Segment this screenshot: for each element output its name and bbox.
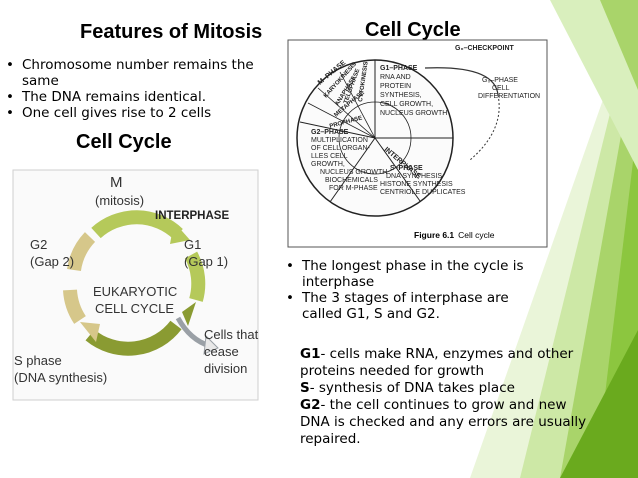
g2-phase-title: G2–PHASE xyxy=(311,129,349,136)
g0-phase-title: G₀–PHASE xyxy=(482,77,518,84)
g1-line: PROTEIN xyxy=(380,83,411,90)
cease-label-line2: cease xyxy=(204,344,239,359)
bullet-item: One cell gives rise to 2 cells xyxy=(4,105,284,121)
s-line: HISTONE SYNTHESIS xyxy=(380,181,453,188)
bullet-item: The DNA remains identical. xyxy=(4,89,284,105)
g2-line: NUCLEUS GROWTH xyxy=(320,169,387,176)
g1-line: NUCLEUS GROWTH xyxy=(380,110,447,117)
phase-definitions: G1- cells make RNA, enzymes and other pr… xyxy=(300,346,590,448)
cease-label-line3: division xyxy=(204,361,247,376)
eukaryotic-label: EUKARYOTIC xyxy=(93,284,177,299)
cell-cycle-center-label: CELL CYCLE xyxy=(95,301,174,316)
cease-label-line1: Cells that xyxy=(204,327,259,342)
bullet-item: The longest phase in the cycle is interp… xyxy=(284,258,546,290)
cell-cycle-title-left: Cell Cycle xyxy=(76,131,172,153)
m-label: M xyxy=(110,174,123,191)
interphase-bullet-list: The longest phase in the cycle is interp… xyxy=(284,258,546,322)
definition-key: G1 xyxy=(300,346,321,362)
s-line: CENTRIOLE DUPLICATES xyxy=(380,189,466,196)
figure-caption: Figure 6.1 Cell cycle xyxy=(414,230,495,240)
g2-line: BIOCHEMICALS xyxy=(325,177,378,184)
figure-caption-number: Figure 6.1 xyxy=(414,230,454,240)
g1-line: SYNTHESIS, xyxy=(380,92,422,99)
dna-synthesis-label: (DNA synthesis) xyxy=(14,370,107,385)
s-line: DNA SYNTHESIS xyxy=(386,173,442,180)
mitosis-label: (mitosis) xyxy=(95,193,144,208)
features-bullet-list: Chromosome number remains the same The D… xyxy=(4,57,284,121)
figure-caption-text: Cell cycle xyxy=(458,230,495,240)
definition-text: - synthesis of DNA takes place xyxy=(309,380,515,396)
g2-line: MULTIPLICATION xyxy=(311,137,368,144)
g0-checkpoint-label: G₀–CHECKPOINT xyxy=(455,45,514,52)
s-phase-label: S phase xyxy=(14,353,62,368)
definition-text: - cells make RNA, enzymes and other prot… xyxy=(300,346,574,379)
bullet-item: Chromosome number remains the same xyxy=(4,57,284,89)
g1-phase-title: G1–PHASE xyxy=(380,65,418,72)
definition-key: G2 xyxy=(300,397,321,413)
g0-line: CELL xyxy=(492,85,510,92)
definition-g1: G1- cells make RNA, enzymes and other pr… xyxy=(300,346,590,380)
g1-label: G1 xyxy=(184,237,201,252)
g2-line: LLES CELL xyxy=(311,153,348,160)
g2-line: GROWTH, xyxy=(311,161,345,168)
g2-line: OF CELL ORGAN- xyxy=(311,145,371,152)
definition-text: - the cell continues to grow and new DNA… xyxy=(300,397,587,447)
definition-key: S xyxy=(300,380,310,396)
cell-cycle-title-right: Cell Cycle xyxy=(365,19,461,41)
interphase-label-left: INTERPHASE xyxy=(155,210,229,222)
gap1-label: (Gap 1) xyxy=(184,254,228,269)
definition-s: S- synthesis of DNA takes place xyxy=(300,380,590,397)
gap2-label: (Gap 2) xyxy=(30,254,74,269)
g1-line: RNA AND xyxy=(380,74,411,81)
bullet-item: The 3 stages of interphase are called G1… xyxy=(284,290,546,322)
features-title: Features of Mitosis xyxy=(80,21,263,43)
g1-line: CELL GROWTH, xyxy=(380,101,433,108)
definition-g2: G2- the cell continues to grow and new D… xyxy=(300,397,590,448)
g2-label: G2 xyxy=(30,237,47,252)
g0-line: DIFFERENTIATION xyxy=(478,93,540,100)
cytokinesis-label: CYTOKINESIS xyxy=(358,61,370,102)
s-phase-title: S–PHASE xyxy=(390,165,423,172)
g2-line: FOR M-PHASE xyxy=(329,185,378,192)
